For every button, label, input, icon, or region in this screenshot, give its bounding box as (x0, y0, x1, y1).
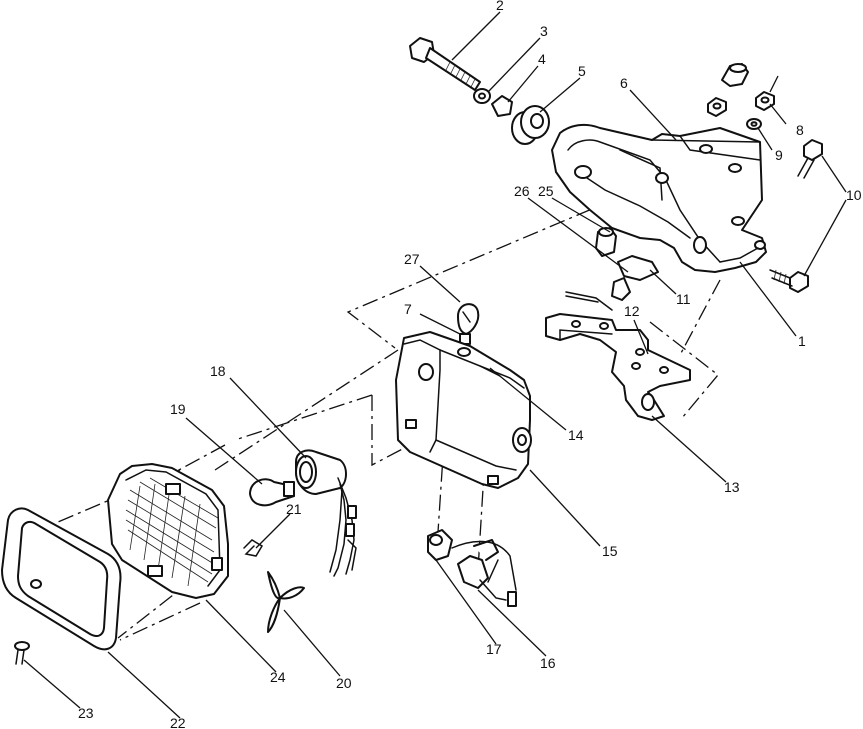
callout-17: 17 (486, 641, 502, 657)
callout-7: 7 (404, 301, 412, 317)
switch-25 (595, 227, 617, 257)
callout-3: 3 (540, 23, 548, 39)
washer-3 (473, 88, 491, 104)
callout-27: 27 (404, 251, 420, 267)
callout-labels: 2 3 4 5 6 8 9 10 26 25 11 1 12 13 27 7 1… (78, 0, 862, 729)
callout-23: 23 (78, 705, 94, 721)
spring-clip-20 (267, 571, 305, 633)
bulb-19 (249, 478, 295, 507)
callout-22: 22 (170, 715, 186, 729)
long-bolt (409, 37, 481, 91)
bulb-27 (457, 303, 480, 345)
callout-20: 20 (336, 675, 352, 691)
grommet-5 (511, 105, 550, 145)
callout-13: 13 (724, 479, 740, 495)
connector-11 (565, 255, 659, 311)
bezel-22 (1, 507, 122, 651)
callout-15: 15 (602, 543, 618, 559)
harness-16 (451, 539, 517, 607)
cap-6 (721, 63, 749, 87)
callout-5: 5 (578, 63, 586, 79)
nut-left (707, 97, 727, 117)
socket-18 (295, 449, 357, 577)
callout-6: 6 (620, 75, 628, 91)
callout-12: 12 (624, 303, 640, 319)
reflector-24 (107, 463, 229, 599)
socket-17 (427, 529, 453, 561)
spacer-4 (491, 95, 513, 117)
callout-18: 18 (210, 363, 226, 379)
callout-24: 24 (270, 669, 286, 685)
clip-21 (243, 539, 264, 557)
callout-25: 25 (538, 183, 554, 199)
callout-2: 2 (496, 0, 504, 13)
callout-19: 19 (170, 401, 186, 417)
callout-10: 10 (846, 187, 862, 203)
headlight-housing (395, 331, 532, 489)
nut-8 (755, 75, 779, 111)
lower-bracket (545, 313, 691, 421)
callout-26: 26 (514, 183, 530, 199)
callout-14: 14 (568, 427, 584, 443)
callout-16: 16 (540, 655, 556, 671)
callout-11: 11 (676, 291, 691, 307)
leader-lines (23, 11, 847, 719)
callout-21: 21 (286, 501, 302, 517)
washer-9 (746, 118, 762, 130)
bolt-10-upper (797, 139, 823, 179)
callout-1: 1 (798, 333, 806, 349)
callout-9: 9 (775, 147, 783, 163)
callout-4: 4 (538, 51, 546, 67)
bolt-10-lower (769, 269, 809, 293)
screw-23 (14, 641, 30, 665)
main-bracket (551, 123, 767, 273)
callout-8: 8 (796, 122, 804, 138)
